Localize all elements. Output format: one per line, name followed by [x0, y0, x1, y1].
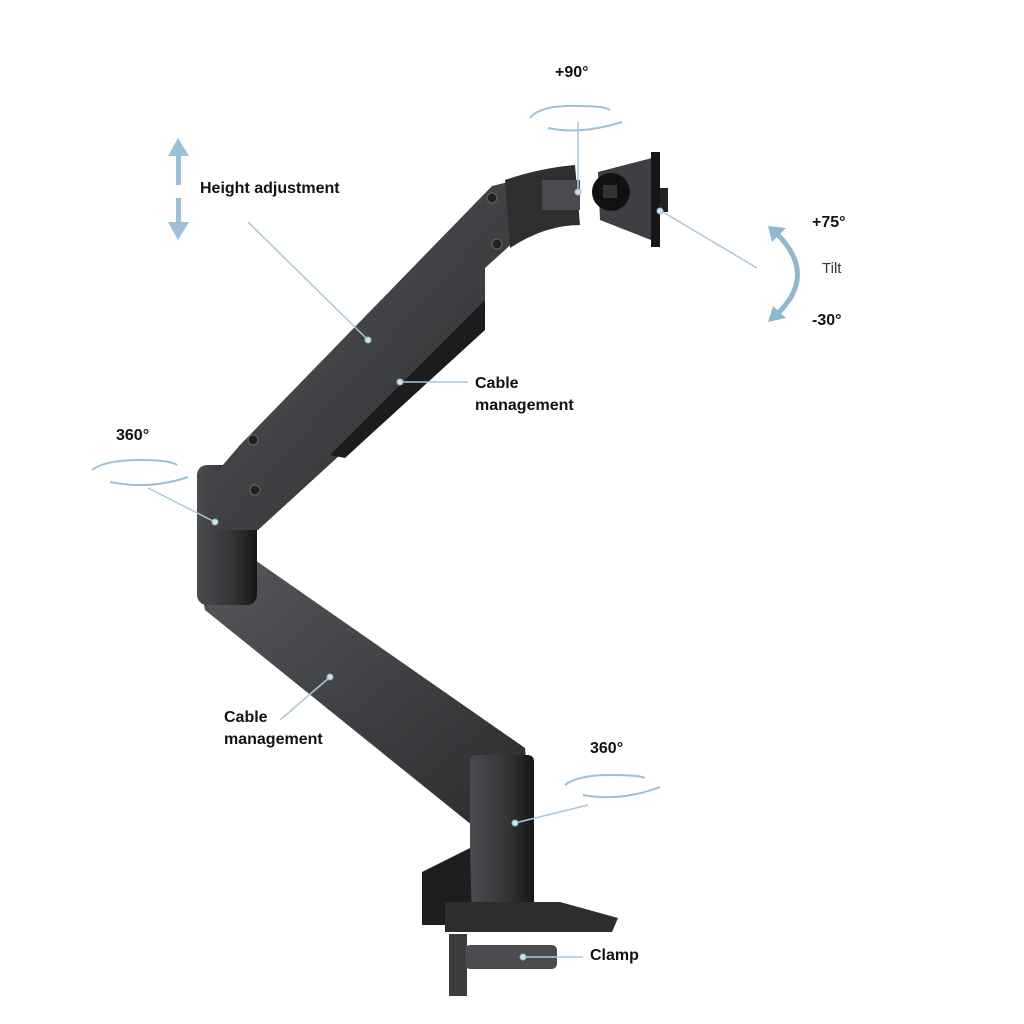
cable-management-lower-label: Cable management [224, 707, 323, 751]
swivel-top-label: +90° [555, 64, 589, 81]
lower-arm [200, 560, 532, 830]
annotation-lines [147, 122, 758, 958]
base-rotation-label: 360° [590, 740, 624, 757]
tilt-arrow-icon [768, 226, 800, 322]
clamp-label: Clamp [590, 947, 639, 964]
clamp-post [449, 934, 467, 996]
base-column [470, 755, 534, 930]
annotation-dots [211, 188, 664, 961]
height-arrow-icon [168, 138, 189, 240]
rotation-arrow-top-icon [529, 104, 623, 132]
elbow-rotation-label: 360° [116, 427, 150, 444]
cable-management-lower-line1: Cable [224, 709, 268, 726]
cable-management-lower-line2: management [224, 731, 323, 748]
tilt-down-label: -30° [812, 312, 842, 329]
vesa-plate [651, 152, 660, 247]
clamp-arm [465, 945, 557, 969]
height-adjustment-label: Height adjustment [200, 180, 340, 197]
base-foot [445, 902, 618, 932]
tilt-up-label: +75° [812, 214, 846, 231]
tilt-label: Tilt [822, 260, 842, 277]
rotation-arrow-base-icon [564, 773, 661, 799]
cable-management-upper-label: Cable management [475, 373, 574, 417]
gas-spring-housing [330, 300, 485, 458]
cable-management-upper-line1: Cable [475, 375, 519, 392]
rotation-arrow-elbow-icon [91, 458, 189, 486]
swivel-joint [542, 180, 580, 210]
cable-management-upper-line2: management [475, 397, 574, 414]
upper-arm [210, 178, 528, 530]
